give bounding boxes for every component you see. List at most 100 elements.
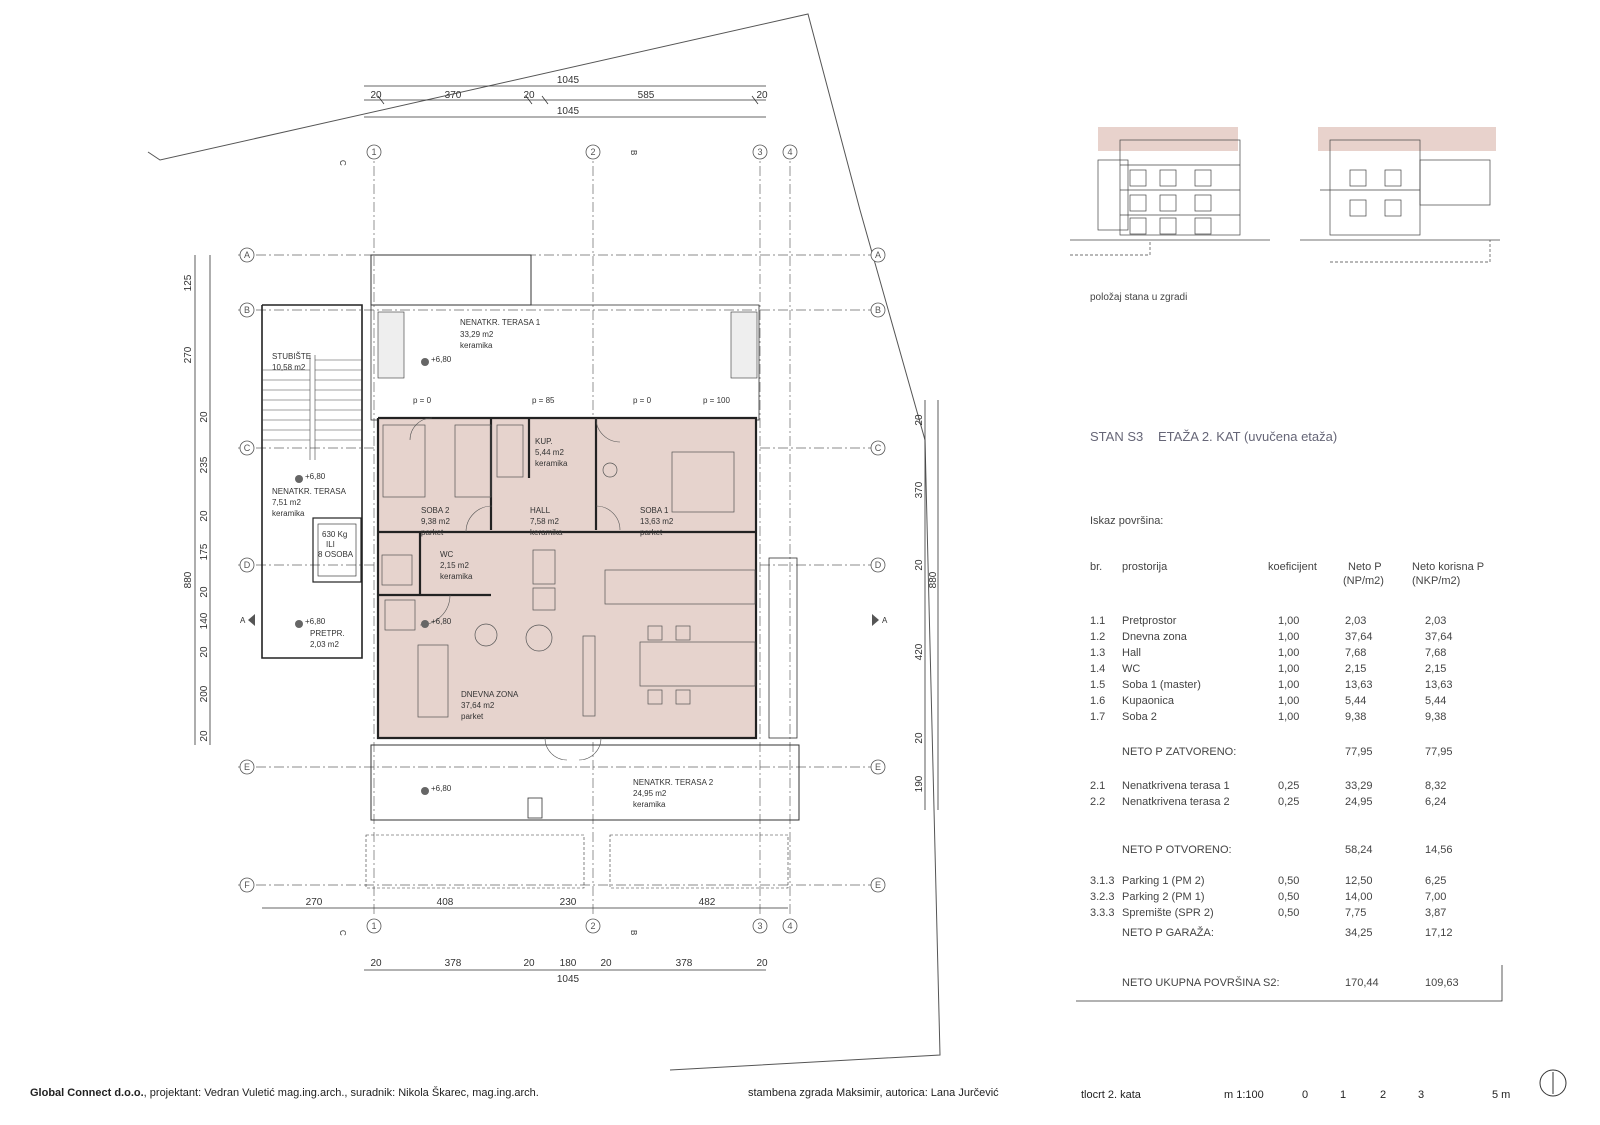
footer-project: stambena zgrada Maksimir, autorica: Lana… <box>748 1087 999 1099</box>
dim-bottom-4: 482 <box>699 897 716 908</box>
svg-text:Nenatkrivena terasa 2: Nenatkrivena terasa 2 <box>1122 796 1230 808</box>
svg-text:2.2: 2.2 <box>1090 796 1105 808</box>
svg-text:NETO P GARAŽA:: NETO P GARAŽA: <box>1122 926 1214 939</box>
level-2: +6,80 <box>305 472 326 481</box>
footer: Global Connect d.o.o., projektant: Vedra… <box>30 1086 1510 1101</box>
dim-right-6: 190 <box>914 775 925 792</box>
svg-text:Soba 2: Soba 2 <box>1122 711 1157 723</box>
lift-load: 630 Kg <box>322 530 347 539</box>
dim-bottom-1: 270 <box>306 897 323 908</box>
dim-bottom-b2: 378 <box>445 958 462 969</box>
bed-soba2 <box>382 424 426 498</box>
dim-bottom-b4: 180 <box>560 958 577 969</box>
svg-text:3.1.3: 3.1.3 <box>1090 875 1114 887</box>
svg-text:Hall: Hall <box>1122 647 1141 659</box>
tv-cabinet <box>582 635 596 717</box>
svg-text:WC: WC <box>1122 663 1140 675</box>
svg-text:NETO P ZATVORENO:: NETO P ZATVORENO: <box>1122 746 1236 758</box>
svg-text:1.6: 1.6 <box>1090 695 1105 707</box>
room-wc-area: 2,15 m2 <box>440 561 469 570</box>
svg-text:1.3: 1.3 <box>1090 647 1105 659</box>
svg-text:Global Connect d.o.o., projekt: Global Connect d.o.o., projektant: Vedra… <box>30 1086 539 1099</box>
dim-left-11: 20 <box>199 730 210 742</box>
svg-text:2.1: 2.1 <box>1090 780 1105 792</box>
svg-text:7,00: 7,00 <box>1425 891 1446 903</box>
grid-label-e-right2: E <box>875 880 881 890</box>
section-b-top: B <box>629 150 638 155</box>
svg-text:7,68: 7,68 <box>1345 647 1366 659</box>
footer-credits: , projektant: Vedran Vuletić mag.ing.arc… <box>144 1086 539 1099</box>
svg-text:1,00: 1,00 <box>1278 663 1299 675</box>
furniture <box>381 424 756 718</box>
dim-right-2: 370 <box>914 481 925 498</box>
grid-label-1-bottom: 1 <box>371 921 376 931</box>
svg-text:1,00: 1,00 <box>1278 631 1299 643</box>
position-caption: položaj stana u zgradi <box>1090 292 1187 303</box>
svg-text:8,32: 8,32 <box>1425 780 1446 792</box>
dim-bottom-total: 1045 <box>557 974 580 985</box>
svg-text:77,95: 77,95 <box>1425 746 1453 758</box>
svg-text:3,87: 3,87 <box>1425 907 1446 919</box>
svg-text:NETO P OTVORENO:: NETO P OTVORENO: <box>1122 844 1232 856</box>
grid-label-3: 3 <box>757 147 762 157</box>
room-terasa-l-name: NENATKR. TERASA <box>272 487 347 496</box>
stair-core <box>261 304 363 659</box>
svg-text:Pretprostor: Pretprostor <box>1122 615 1177 627</box>
dim-left-2: 270 <box>183 346 194 363</box>
svg-text:Soba 1 (master): Soba 1 (master) <box>1122 679 1201 691</box>
footer-scale: m 1:100 <box>1224 1089 1264 1101</box>
svg-text:3.3.3: 3.3.3 <box>1090 907 1114 919</box>
dim-top-total2: 1045 <box>557 106 580 117</box>
level-3: +6,80 <box>431 617 452 626</box>
svg-text:0,50: 0,50 <box>1278 875 1299 887</box>
room-soba2-floor: parket <box>421 528 444 537</box>
room-stubiste-name: STUBIŠTE <box>272 352 311 361</box>
left-dimensions <box>194 255 211 745</box>
dim-left-1: 125 <box>183 274 194 291</box>
svg-text:34,25: 34,25 <box>1345 927 1373 939</box>
grid-bubbles <box>239 144 886 934</box>
grid-label-c: C <box>244 443 251 453</box>
svg-text:9,38: 9,38 <box>1425 711 1446 723</box>
grid-label-3-bottom: 3 <box>757 921 762 931</box>
room-fill <box>378 418 756 738</box>
section-c-bottom: C <box>338 930 347 936</box>
iskaz-title: Iskaz površina: <box>1090 515 1163 527</box>
room-terasa1-name: NENATKR. TERASA 1 <box>460 318 541 327</box>
dim-left-8: 140 <box>199 612 210 629</box>
dim-left-7: 20 <box>199 586 210 598</box>
section-a-right: A <box>882 616 888 625</box>
svg-text:3.2.3: 3.2.3 <box>1090 891 1114 903</box>
svg-text:Nenatkrivena terasa 1: Nenatkrivena terasa 1 <box>1122 780 1230 792</box>
th-np: Neto P <box>1348 561 1382 573</box>
room-dnevna-name: DNEVNA ZONA <box>461 690 519 699</box>
dim-left-9: 20 <box>199 646 210 658</box>
terrace-2 <box>365 557 800 889</box>
room-pretpr-area: 2,03 m2 <box>310 640 339 649</box>
dim-right-3: 20 <box>914 559 925 571</box>
dining-table <box>639 641 756 687</box>
th-prostorija: prostorija <box>1122 561 1168 573</box>
dim-right-1: 20 <box>914 414 925 426</box>
scale-tick-5: 5 m <box>1492 1089 1510 1101</box>
grid-label-d: D <box>244 560 251 570</box>
scale-tick-2: 2 <box>1380 1089 1386 1101</box>
dim-bottom-2: 408 <box>437 897 454 908</box>
level-5: +6,80 <box>431 784 452 793</box>
svg-text:1,00: 1,00 <box>1278 679 1299 691</box>
kitchen-unit <box>532 549 556 585</box>
bed-soba2-b <box>454 424 492 498</box>
svg-text:5,44: 5,44 <box>1345 695 1366 707</box>
svg-text:170,44: 170,44 <box>1345 977 1379 989</box>
svg-text:6,25: 6,25 <box>1425 875 1446 887</box>
elevation-thumbnail-2 <box>1300 127 1500 263</box>
sofa <box>417 644 449 718</box>
bed-soba1 <box>671 451 735 513</box>
top-dimensions <box>364 85 766 118</box>
section-b-bottom: B <box>629 930 638 935</box>
dim-bottom-b6: 378 <box>676 958 693 969</box>
grid-label-2-bottom: 2 <box>590 921 595 931</box>
